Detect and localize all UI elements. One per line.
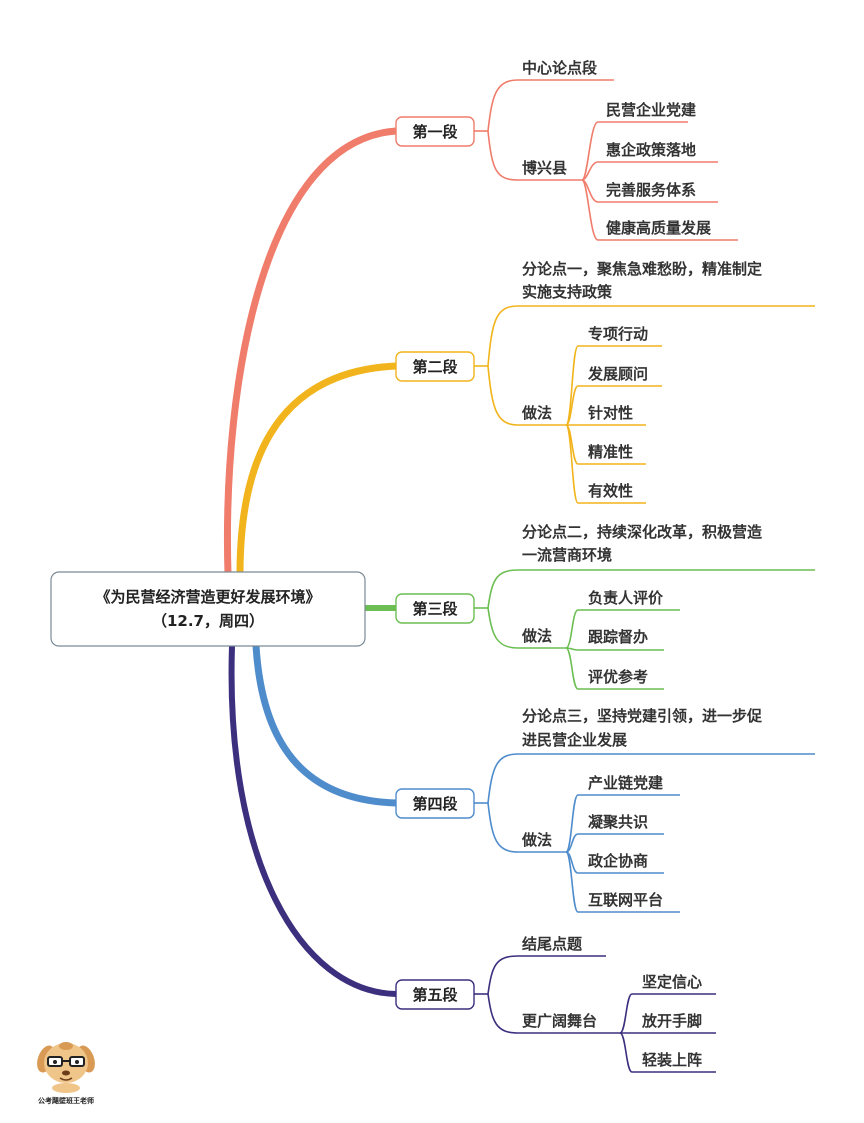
section-4-point-line-1: 分论点三，坚持党建引领，进一步促 bbox=[522, 707, 763, 725]
main-branches bbox=[224, 127, 400, 997]
root-node: 《为民营经济营造更好发展环境》 （12.7，周四） bbox=[50, 571, 366, 647]
section-3-item: 评优参考 bbox=[588, 668, 648, 686]
section-2-item: 精准性 bbox=[588, 443, 633, 461]
section-2-item: 发展顾问 bbox=[587, 365, 648, 383]
section-node-3: 第三段 bbox=[395, 593, 475, 624]
section-1-item: 民营企业党建 bbox=[606, 101, 697, 119]
section-2-connectors bbox=[474, 305, 815, 504]
section-1-item: 完善服务体系 bbox=[606, 181, 696, 199]
section-2-point-line-1: 分论点一，聚焦急难愁盼，精准制定 bbox=[522, 260, 762, 278]
section-2-label: 第二段 bbox=[412, 358, 457, 376]
section-4-label: 第四段 bbox=[412, 795, 457, 813]
section-4-sub-label: 做法 bbox=[521, 831, 552, 849]
section-2-item: 有效性 bbox=[588, 482, 633, 500]
section-5-item: 轻装上阵 bbox=[642, 1051, 702, 1069]
section-1-sub-label: 博兴县 bbox=[522, 159, 567, 177]
section-5-item: 坚定信心 bbox=[642, 973, 702, 991]
branch-line-1 bbox=[224, 127, 400, 578]
section-2-sub-label: 做法 bbox=[521, 404, 552, 422]
section-2-item: 针对性 bbox=[588, 404, 633, 422]
section-4-connectors bbox=[474, 753, 815, 913]
section-3-point-line-1: 分论点二，持续深化改革，积极营造 bbox=[522, 523, 762, 541]
section-5-sub-label: 更广阔舞台 bbox=[522, 1012, 597, 1030]
section-5-label: 第五段 bbox=[412, 986, 457, 1004]
section-node-4: 第四段 bbox=[395, 788, 475, 819]
section-2-point-line-2: 实施支持政策 bbox=[522, 283, 613, 301]
section-node-2: 第二段 bbox=[395, 351, 475, 382]
section-4-item: 凝聚共识 bbox=[588, 813, 648, 831]
section-1-item: 惠企政策落地 bbox=[606, 141, 696, 159]
section-1-item: 健康高质量发展 bbox=[606, 219, 711, 237]
section-2-item: 专项行动 bbox=[588, 325, 648, 343]
section-node-1: 第一段 bbox=[395, 116, 475, 147]
section-3-sub-label: 做法 bbox=[521, 627, 552, 645]
section-1-label: 第一段 bbox=[412, 123, 457, 141]
section-5-item: 放开手脚 bbox=[641, 1012, 702, 1030]
section-3-label: 第三段 bbox=[412, 600, 457, 618]
section-1-connectors bbox=[474, 79, 738, 241]
section-5-point: 结尾点题 bbox=[522, 935, 583, 953]
mascot-caption: 公考飓壁班王老师 bbox=[38, 1096, 94, 1105]
section-4-item: 产业链党建 bbox=[588, 774, 664, 792]
section-3-connectors bbox=[474, 569, 815, 690]
section-3-point-line-2: 一流营商环境 bbox=[522, 546, 612, 564]
section-node-5: 第五段 bbox=[395, 979, 475, 1010]
section-4-point-line-2: 进民营企业发展 bbox=[522, 731, 627, 749]
section-4-item: 互联网平台 bbox=[588, 891, 663, 909]
branch-line-2 bbox=[236, 362, 400, 578]
root-title: 《为民营经济营造更好发展环境》 bbox=[95, 588, 320, 606]
section-4-item: 政企协商 bbox=[588, 852, 648, 870]
branch-line-5 bbox=[228, 643, 399, 997]
section-1-point: 中心论点段 bbox=[522, 59, 597, 77]
section-3-item: 跟踪督办 bbox=[588, 628, 648, 646]
dog-with-glasses-icon bbox=[37, 1042, 95, 1093]
section-3-item: 负责人评价 bbox=[588, 589, 664, 607]
root-date: （12.7，周四） bbox=[152, 612, 264, 630]
section-5-connectors bbox=[474, 955, 716, 1073]
branch-line-4 bbox=[252, 642, 400, 807]
